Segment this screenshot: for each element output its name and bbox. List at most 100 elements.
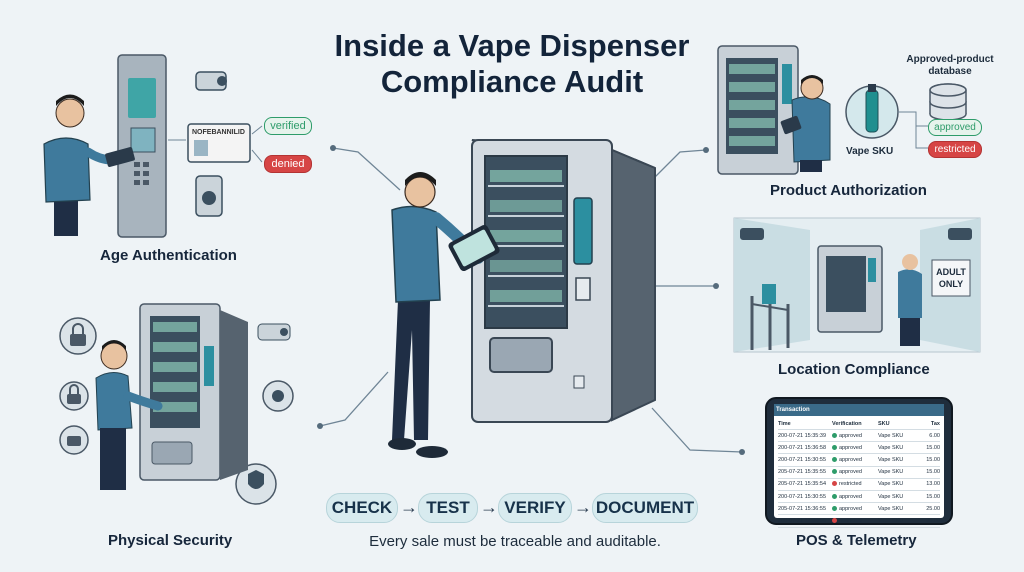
- connector-age: [332, 147, 401, 191]
- pos-telemetry-label: POS & Telemetry: [796, 532, 917, 549]
- connector-dot: [703, 147, 709, 153]
- table-cell: approved: [832, 494, 878, 500]
- table-cell: 200-07-21 15:35:39: [778, 432, 827, 439]
- table-cell: restricted: [832, 481, 878, 487]
- pos-column-header: Verification: [832, 420, 862, 427]
- table-cell: approved: [832, 506, 878, 512]
- table-cell: 15.00: [926, 493, 940, 500]
- table-cell: 200-07-21 17:36:56: [778, 517, 827, 524]
- approved-badge: approved: [928, 119, 982, 136]
- verification-status: restricted: [839, 517, 862, 524]
- pos-column-header: Tax: [930, 420, 940, 427]
- table-cell: restricted: [832, 518, 878, 524]
- table-cell: 205-07-21 15:36:55: [778, 505, 827, 512]
- adult-only-sign-line-2: ONLY: [939, 279, 963, 289]
- table-cell: approved: [832, 457, 878, 463]
- table-cell: 205-07-21 15:35:54: [778, 481, 827, 488]
- x-icon: [832, 481, 837, 487]
- age-authentication-label: Age Authentication: [100, 247, 237, 264]
- vape-sku-label: Vape SKU: [846, 146, 894, 157]
- restricted-badge: restricted: [928, 141, 982, 158]
- table-row: 200-07-21 15:35:39 approved Vape SKU 6.00: [778, 430, 940, 443]
- verification-status: approved: [839, 469, 862, 476]
- connector-physical: [319, 371, 389, 427]
- step-check: CHECK: [326, 493, 398, 523]
- step-arrow-1: →: [400, 497, 418, 517]
- physical-security-label: Physical Security: [108, 532, 233, 549]
- table-cell: approved: [832, 469, 878, 475]
- table-cell: Vape SKU: [878, 505, 904, 512]
- table-cell: 13.00: [926, 481, 940, 488]
- pos-table-header: Time Verification SKU Tax: [778, 418, 940, 430]
- product-authorization-label: Product Authorization: [770, 182, 927, 199]
- check-icon: [832, 432, 837, 438]
- db-label-line-2: database: [928, 66, 972, 77]
- table-cell: Vape SKU: [878, 456, 904, 463]
- check-icon: [832, 505, 837, 511]
- product-authorization-scene: [717, 45, 967, 175]
- check-icon: [832, 457, 837, 463]
- table-cell: Vape SKU: [878, 517, 904, 524]
- table-cell: 35.00: [926, 517, 940, 524]
- verified-badge: verified: [264, 117, 312, 135]
- step-test: TEST: [418, 493, 478, 523]
- connector-dot: [330, 145, 336, 151]
- table-row: 200-07-21 17:36:56 restricted Vape SKU 35.0…: [778, 515, 940, 528]
- pos-transaction-table: Time Verification SKU Tax 200-07-21 15:35:39…: [778, 418, 940, 528]
- x-icon: [832, 517, 837, 523]
- verification-status: restricted: [839, 481, 862, 488]
- central-vending-machine: [471, 139, 656, 423]
- table-row: 205-07-21 15:36:55 approved Vape SKU 25.00: [778, 503, 940, 516]
- connector-lines: [319, 147, 743, 453]
- table-cell: 15.00: [926, 444, 940, 451]
- table-cell: 200-07-21 15:30:55: [778, 456, 827, 463]
- step-arrow-3: →: [574, 497, 592, 517]
- adult-only-sign-line-1: ADULT: [936, 267, 966, 277]
- central-auditor: [388, 172, 500, 458]
- table-cell: Vape SKU: [878, 444, 904, 451]
- location-compliance-label: Location Compliance: [778, 361, 930, 378]
- table-cell: approved: [832, 445, 878, 451]
- age-authentication-scene: NOFEBANNILID: [43, 54, 263, 238]
- verification-status: approved: [839, 505, 862, 512]
- connector-dot: [739, 449, 745, 455]
- db-label-line-1: Approved-product: [906, 54, 994, 65]
- table-cell: 200-07-21 15:30:55: [778, 493, 827, 500]
- connector-dot: [713, 283, 719, 289]
- check-icon: [832, 493, 837, 499]
- table-cell: Vape SKU: [878, 481, 904, 488]
- table-cell: 6.00: [929, 432, 940, 439]
- approved-product-database-label: Approved-product database: [900, 54, 1000, 78]
- step-arrow-2: →: [480, 497, 498, 517]
- check-icon: [832, 444, 837, 450]
- physical-security-scene: [59, 303, 294, 505]
- check-icon: [832, 469, 837, 475]
- table-cell: Vape SKU: [878, 493, 904, 500]
- table-cell: 25.00: [926, 505, 940, 512]
- verification-status: approved: [839, 432, 862, 439]
- pos-column-header: SKU: [878, 420, 890, 427]
- id-card-text: NOFEBANNILID: [192, 129, 245, 136]
- table-cell: 200-07-21 15:36:58: [778, 444, 827, 451]
- pos-column-header: Time: [778, 420, 791, 427]
- table-cell: 15.00: [926, 469, 940, 476]
- connector-pos: [651, 407, 743, 453]
- table-cell: Vape SKU: [878, 432, 904, 439]
- tagline: Every sale must be traceable and auditab…: [369, 533, 661, 550]
- table-cell: approved: [832, 433, 878, 439]
- step-document: DOCUMENT: [592, 493, 698, 523]
- pos-window-title: Transaction: [776, 407, 810, 413]
- table-cell: Vape SKU: [878, 469, 904, 476]
- denied-badge: denied: [264, 155, 312, 173]
- step-verify: VERIFY: [498, 493, 572, 523]
- table-row: 205-07-21 15:35:54 restricted Vape SKU 13.0…: [778, 479, 940, 491]
- connector-product: [651, 149, 707, 181]
- table-cell: 205-07-21 15:35:55: [778, 469, 827, 476]
- table-row: 205-07-21 15:35:55 approved Vape SKU 15.00: [778, 467, 940, 479]
- verification-status: approved: [839, 444, 862, 451]
- verification-status: approved: [839, 456, 862, 463]
- page-title: Inside a Vape Dispenser Compliance Audit: [0, 28, 1024, 100]
